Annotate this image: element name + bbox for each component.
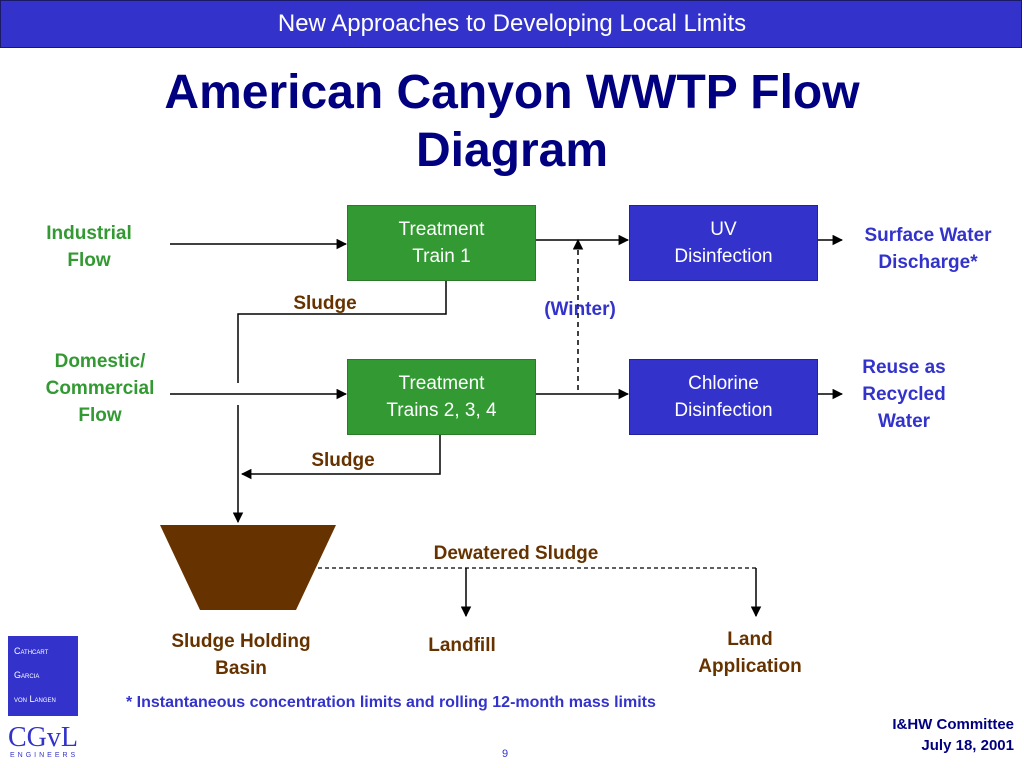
treatment-trains-234-box: Treatment Trains 2, 3, 4: [347, 359, 536, 435]
footer-date: July 18, 2001: [921, 737, 1014, 754]
chlorine-disinfection-box: Chlorine Disinfection: [629, 359, 818, 435]
sludge-holding-basin-label: Sludge Holding Basin: [171, 631, 311, 679]
logo-line-2: Garcia: [14, 670, 40, 680]
logo-mark: CGvL: [8, 722, 78, 753]
company-logo: Cathcart Garcia von Langen: [8, 636, 78, 716]
treatment-train-1-box: Treatment Train 1: [347, 205, 536, 281]
uv-disinfection-box: UV Disinfection: [629, 205, 818, 281]
sludge-label-bottom: Sludge: [311, 450, 375, 471]
footnote: * Instantaneous concentration limits and…: [126, 694, 656, 711]
line-sludge-train1: [237, 281, 447, 383]
arrow-sludge-trains234: [240, 435, 441, 480]
landfill-label: Landfill: [428, 635, 496, 656]
sludge-basin-shape: [160, 525, 336, 610]
sludge-label-top: Sludge: [293, 293, 357, 314]
reuse-recycled-water-label: Reuse as Recycled Water: [862, 357, 946, 432]
footer-committee: I&HW Committee: [892, 716, 1014, 733]
winter-label: (Winter): [544, 299, 616, 320]
domestic-flow-label: Domestic/ Commercial Flow: [45, 351, 155, 426]
page-number: 9: [502, 748, 509, 760]
industrial-flow-label: Industrial Flow: [46, 223, 132, 271]
land-application-label: Land Application: [698, 629, 802, 677]
logo-line-1: Cathcart: [14, 646, 49, 656]
logo-line-3: von Langen: [14, 694, 56, 704]
surface-water-discharge-label: Surface Water Discharge*: [864, 225, 992, 273]
header-title: New Approaches to Developing Local Limit…: [277, 10, 747, 37]
slide-title: American Canyon WWTP Flow Diagram: [164, 66, 860, 177]
logo-subtitle: ENGINEERS: [10, 752, 79, 759]
header-bar: [0, 0, 1022, 48]
dewatered-sludge-label: Dewatered Sludge: [433, 543, 599, 564]
